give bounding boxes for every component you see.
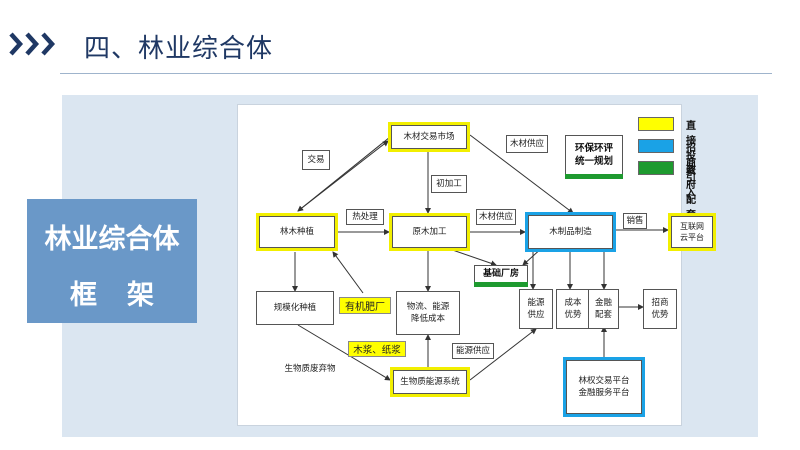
node-finance-support: 金融 配套: [588, 289, 619, 329]
node-biomass-waste: 生物质废弃物: [284, 364, 336, 374]
edge-label-sales: 销售: [623, 213, 647, 229]
node-logistics: 物流、能源 降低成本: [396, 291, 460, 335]
node-wood-products: 木制品制造: [525, 212, 616, 252]
node-cost-advantage: 成本 优势: [556, 289, 590, 329]
side-label-line2: 框架: [70, 280, 184, 311]
edge-label-energy-supply: 能源供应: [452, 343, 494, 359]
node-log-processing: 原木加工: [389, 213, 470, 251]
node-internet: 互联网 云平台: [668, 213, 716, 251]
edge-planting-to-market: [297, 140, 389, 212]
title-divider: [60, 73, 772, 74]
chevron-right-icon: [9, 32, 56, 56]
node-investment-advantage: 招商 优势: [643, 289, 677, 329]
forestry-framework-diagram: 直接投资 招商引入 政府配套 木材交易市场 林木种植 原木加工 木制品制造 环保…: [237, 104, 716, 426]
edge-label-wood-supply-top: 木材供应: [506, 135, 548, 153]
node-forest-planting: 林木种植: [256, 213, 338, 251]
node-infrastructure: 基础厂房: [474, 265, 528, 287]
legend-swatch-gov: [638, 161, 674, 175]
node-energy-supply: 能源 供应: [519, 289, 553, 329]
legend-label-gov: 政府配套: [686, 165, 696, 221]
side-label-box: 林业综合体 框架: [27, 199, 197, 323]
node-biomass-energy: 生物质能源系统: [390, 367, 470, 397]
legend-swatch-attract: [638, 139, 674, 153]
node-eco-plan: 环保环评 统一规划: [565, 135, 623, 179]
green-marker: [474, 282, 528, 287]
legend-label-direct: 直接投资: [686, 121, 696, 177]
edge-label-trade: 交易: [302, 150, 330, 170]
edge-label-heat-treatment: 热处理: [346, 209, 384, 225]
page-title: 四、林业综合体: [84, 34, 274, 64]
node-wood-market: 木材交易市场: [388, 122, 470, 152]
edge-label-primary-processing: 初加工: [431, 175, 467, 193]
legend-label-attract: 招商引入: [686, 143, 696, 199]
edge-label-pulp-paper: 木浆、纸浆: [348, 341, 406, 357]
node-finance-platform: 林权交易平台 金融服务平台: [563, 357, 645, 417]
node-scale-planting: 规模化种植: [256, 291, 334, 325]
edge-label-wood-supply-mid: 木材供应: [476, 209, 516, 225]
side-label-line1: 林业综合体: [44, 224, 180, 255]
legend-swatch-direct: [638, 117, 674, 131]
node-organic-fertilizer: 有机肥厂: [339, 297, 391, 314]
green-marker: [565, 174, 623, 179]
